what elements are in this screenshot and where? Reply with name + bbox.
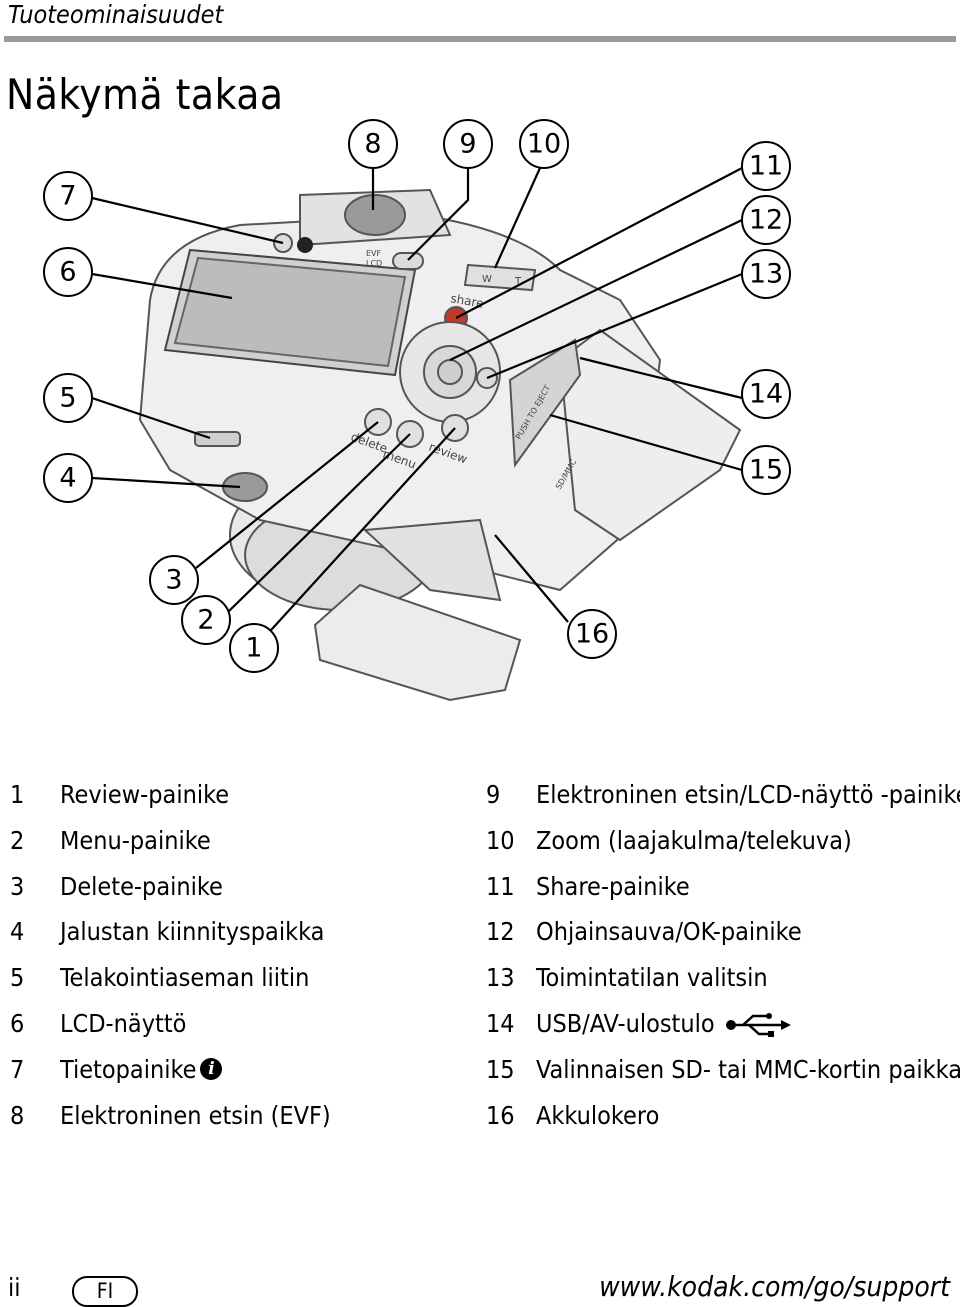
callout-14: 14 [741, 369, 791, 419]
legend-text: Toimintatilan valitsin [536, 963, 768, 993]
callout-5: 5 [43, 373, 93, 423]
legend-text: USB/AV-ulostulo [536, 1008, 715, 1038]
callout-13: 13 [741, 249, 791, 299]
callout-12: 12 [741, 195, 791, 245]
usb-icon [725, 1012, 791, 1037]
callout-4: 4 [43, 453, 93, 503]
legend-text: Valinnaisen SD- tai MMC-kortin paikka [536, 1054, 960, 1084]
legend-text: Delete-painike [60, 871, 223, 901]
callout-7: 7 [43, 171, 93, 221]
svg-text:1: 1 [245, 633, 262, 664]
svg-text:3: 3 [165, 565, 182, 596]
callout-15: 15 [741, 445, 791, 495]
legend-text: Elektroninen etsin/LCD-näyttö -painike [536, 780, 960, 809]
svg-text:12: 12 [749, 205, 783, 236]
svg-text:14: 14 [749, 379, 783, 410]
legend-text: Tietopainike [60, 1054, 197, 1084]
svg-text:6: 6 [59, 257, 76, 288]
legend-text: Akkulokero [536, 1100, 660, 1130]
support-url[interactable]: www.kodak.com/go/support [599, 1270, 950, 1303]
callout-9: 9 [443, 119, 493, 169]
legend-text: Ohjainsauva/OK-painike [536, 917, 802, 947]
lcd-label: LCD [366, 259, 382, 268]
evf-label: EVF [366, 249, 382, 258]
svg-text:15: 15 [749, 455, 783, 486]
svg-text:10: 10 [527, 129, 561, 160]
page-title: Näkymä takaa [6, 70, 284, 119]
legend-text: Elektroninen etsin (EVF) [60, 1100, 331, 1130]
callout-2: 2 [181, 595, 231, 645]
info-icon: i [200, 1057, 223, 1080]
callout-3: 3 [149, 555, 199, 605]
svg-text:16: 16 [575, 619, 609, 650]
svg-text:4: 4 [59, 463, 76, 494]
page-number: ii [8, 1273, 21, 1302]
legend-text: Jalustan kiinnityspaikka [60, 917, 325, 947]
legend-text: Telakointiaseman liitin [60, 963, 310, 993]
callout-8: 8 [348, 119, 398, 169]
svg-text:11: 11 [749, 151, 783, 182]
section-header: Tuoteominaisuudet [8, 0, 224, 29]
callout-16: 16 [567, 609, 617, 659]
svg-text:7: 7 [59, 181, 76, 212]
svg-text:5: 5 [59, 383, 76, 414]
legend-text: Zoom (laajakulma/telekuva) [536, 825, 852, 855]
legend-text: Review-painike [60, 780, 230, 809]
callout-11: 11 [741, 141, 791, 191]
callout-6: 6 [43, 247, 93, 297]
leader-lines [91, 167, 743, 641]
zoom-t-label: T [514, 276, 522, 287]
svg-text:8: 8 [364, 129, 381, 160]
legend-text: Menu-painike [60, 825, 211, 855]
svg-text:9: 9 [459, 129, 476, 160]
legend-text: LCD-näyttö [60, 1008, 187, 1038]
language-badge: FI [72, 1276, 138, 1307]
zoom-w-label: W [482, 274, 492, 285]
callout-1: 1 [229, 623, 279, 673]
camera-rear-diagram: delete menu review share EVF LCD W T PUS… [43, 119, 791, 702]
camera-illustration [138, 188, 742, 702]
legend-text: Share-painike [536, 871, 690, 901]
svg-text:2: 2 [197, 605, 214, 636]
header-rule [4, 36, 956, 42]
callout-10: 10 [519, 119, 569, 169]
svg-text:13: 13 [749, 259, 783, 290]
share-label: share [449, 291, 484, 311]
